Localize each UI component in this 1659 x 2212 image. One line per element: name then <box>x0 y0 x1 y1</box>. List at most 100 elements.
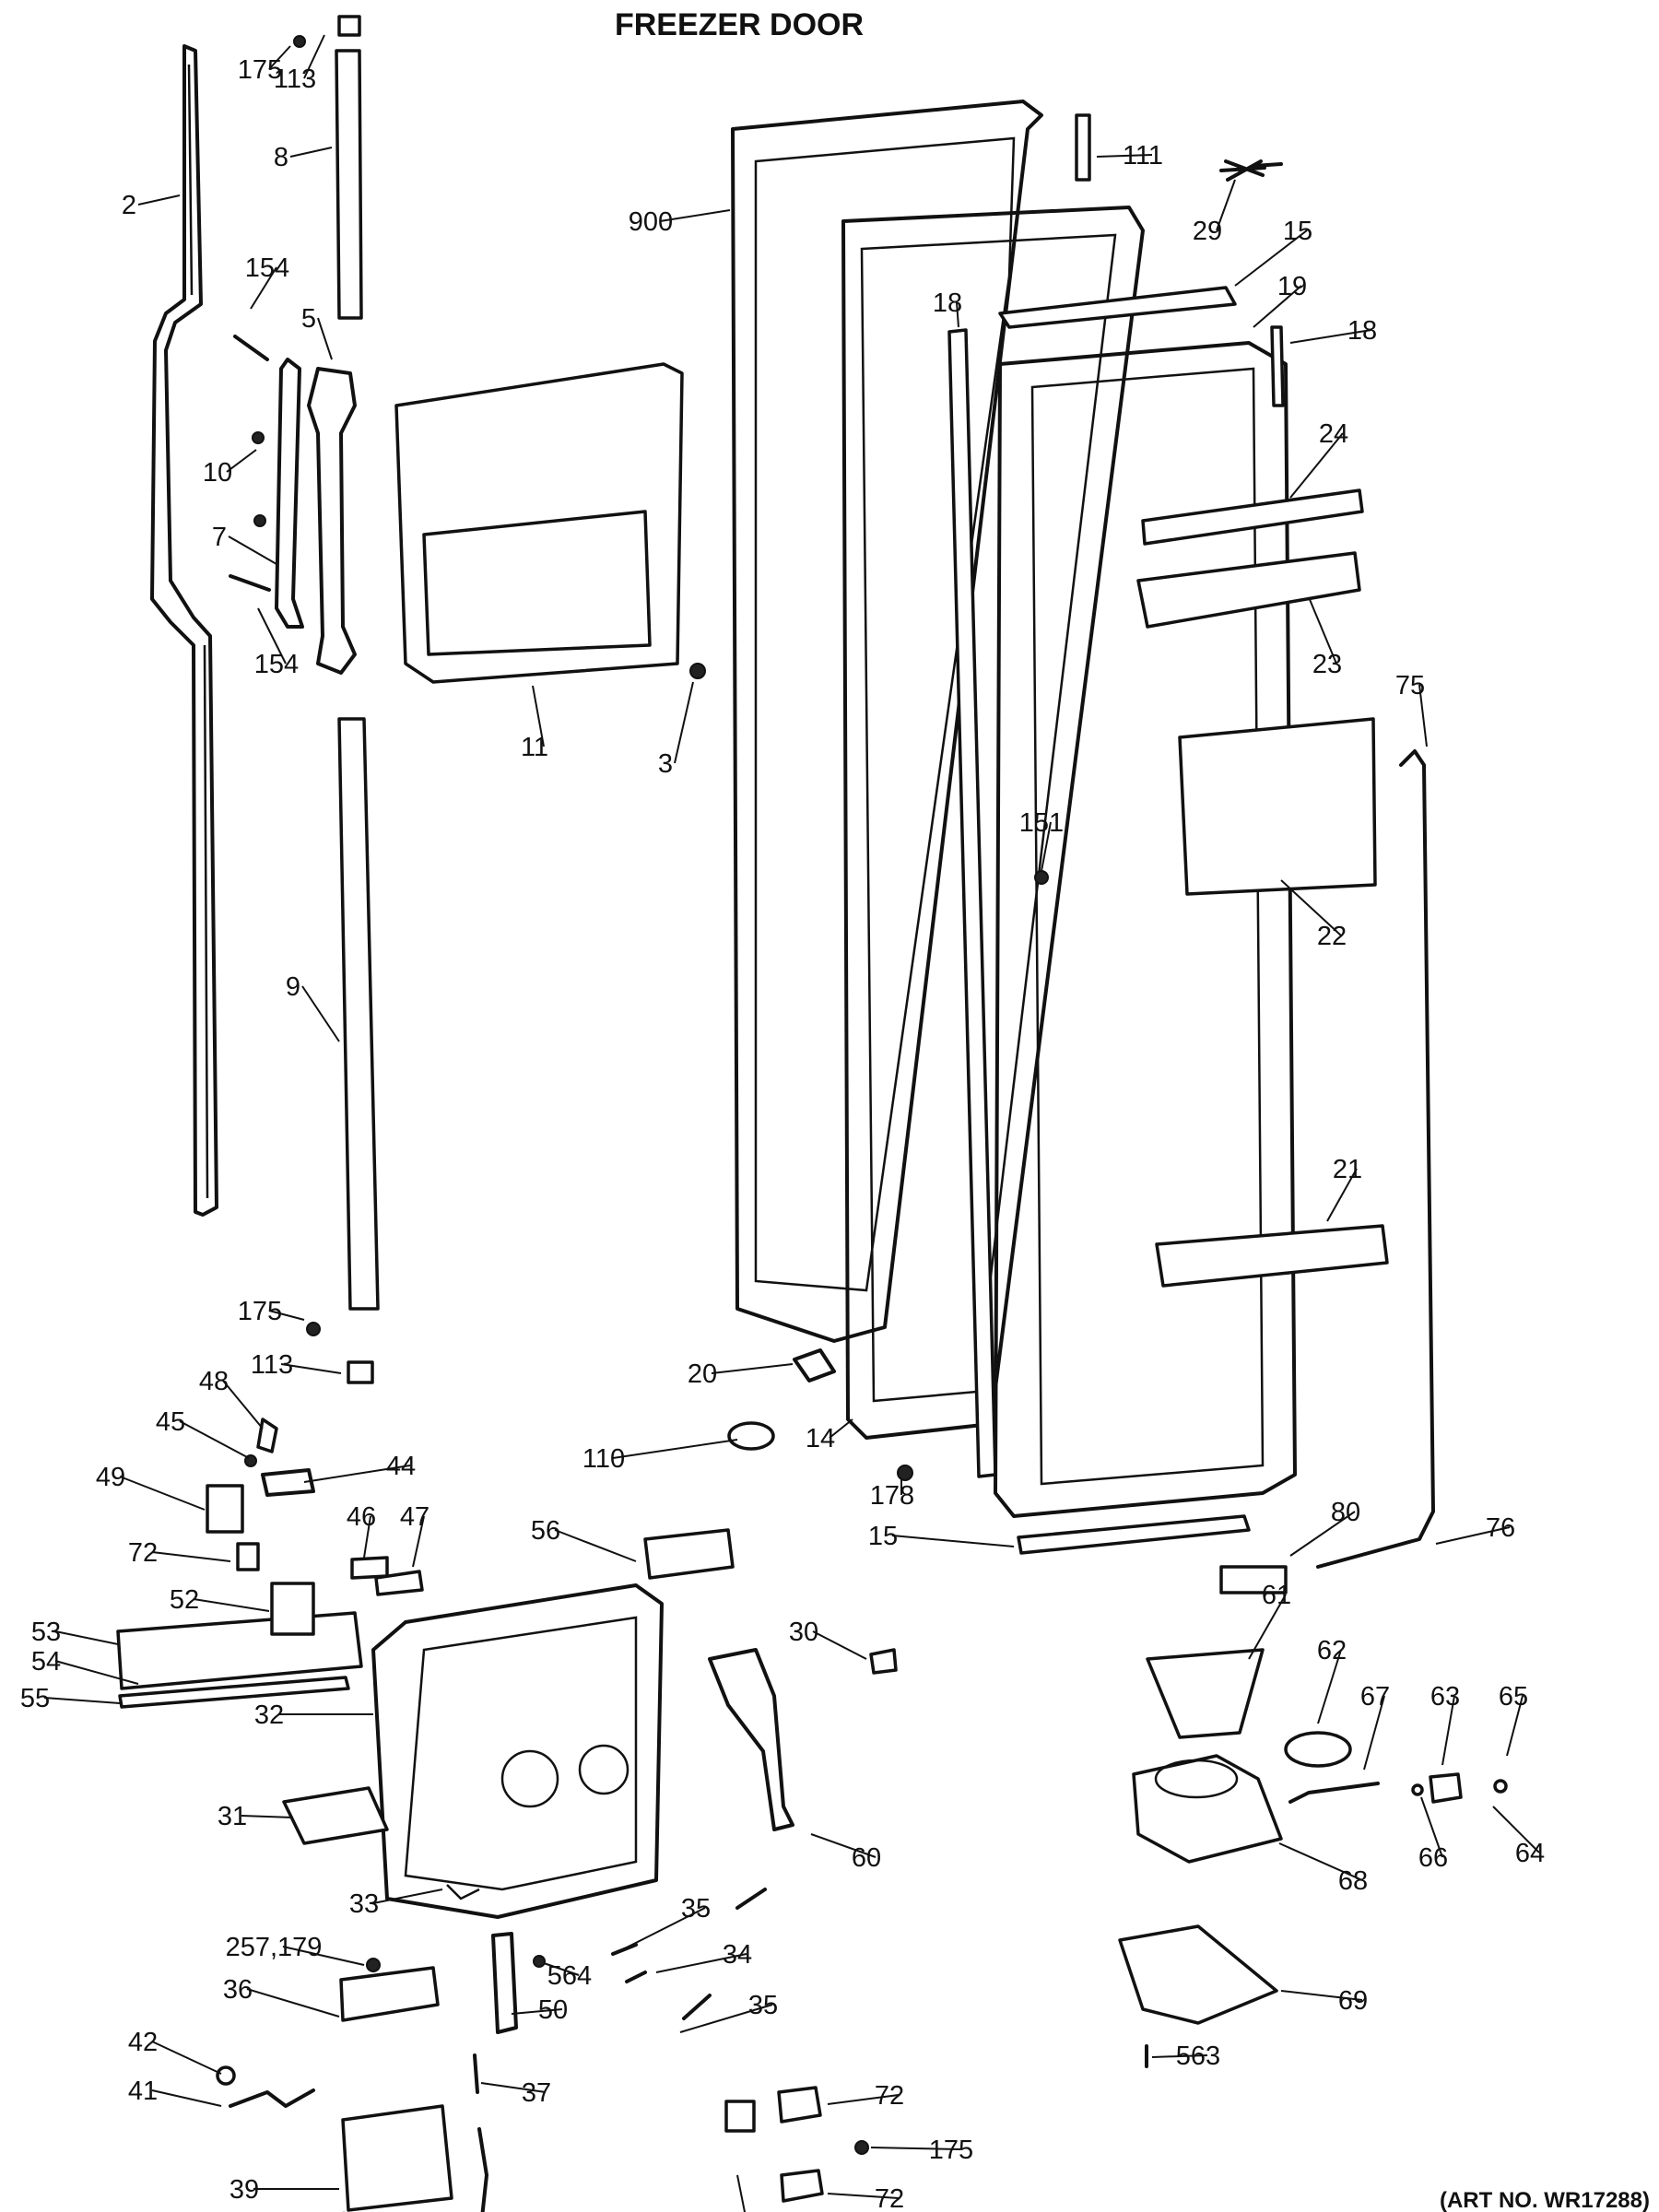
leader-line <box>711 1363 794 1374</box>
part-number-label: 23 <box>1312 650 1342 679</box>
leader-line <box>1216 179 1236 231</box>
callout-c15b: 15 <box>868 1522 1015 1551</box>
leader-line <box>679 2004 773 2033</box>
leader-line <box>736 2174 747 2212</box>
part-number-label: 36 <box>223 1975 253 2005</box>
leader-line <box>1280 879 1342 936</box>
pin-part <box>1075 113 1091 182</box>
callout-c68: 68 <box>1278 1842 1368 1896</box>
drip-grille-part <box>282 1786 389 1845</box>
callout-c113a: 113 <box>274 34 325 94</box>
leader-line <box>1435 1526 1511 1545</box>
diagram-title: FREEZER DOOR <box>615 7 864 42</box>
mounting-bracket-part <box>708 1648 794 1831</box>
part-number-label: 35 <box>681 1894 711 1924</box>
part-number-label: 54 <box>31 1647 61 1677</box>
callout-c62: 62 <box>1317 1636 1347 1724</box>
part-number-label: 175 <box>238 1297 282 1326</box>
leader-line <box>1317 1649 1342 1724</box>
part-number-label: 564 <box>547 1961 592 1991</box>
leader-line <box>812 1630 867 1660</box>
callout-c55: 55 <box>20 1684 121 1713</box>
part-number-label: 9 <box>286 972 300 1002</box>
screw-part <box>366 1958 381 1972</box>
parts-illustration <box>116 15 1508 2212</box>
part-number-label: 37 <box>522 2078 551 2108</box>
leader-line <box>1151 2054 1208 2058</box>
ice-chute-part <box>1146 1648 1265 1739</box>
callout-c154b: 154 <box>254 607 299 679</box>
callout-c53: 53 <box>31 1618 119 1647</box>
part-number-label: 2 <box>122 191 136 220</box>
callout-c67: 67 <box>1360 1682 1390 1771</box>
leader-line <box>1041 821 1052 872</box>
switch-part <box>780 2169 824 2203</box>
callout-c110: 110 <box>582 1439 738 1474</box>
handle-insert-part <box>275 358 304 629</box>
leader-line <box>268 1310 305 1321</box>
leader-line <box>303 1465 411 1483</box>
part-number-label: 20 <box>688 1359 717 1389</box>
chute-door-part <box>1284 1731 1352 1768</box>
chute-funnel-part <box>1118 1924 1278 2025</box>
callout-c56: 56 <box>531 1516 637 1562</box>
leader-line <box>179 1420 250 1459</box>
plug-part <box>253 514 266 527</box>
part-number-label: 151 <box>1019 808 1064 838</box>
part-number-label: 35 <box>748 1991 778 2020</box>
leader-line <box>1420 1796 1443 1858</box>
leader-line <box>659 209 731 222</box>
part-number-label: 257,179 <box>226 1933 323 1962</box>
part-number-label: 34 <box>723 1940 752 1970</box>
plug-part <box>897 1465 913 1481</box>
part-number-label: 563 <box>1176 2041 1220 2071</box>
screw-part <box>293 35 306 48</box>
leader-line <box>137 194 181 206</box>
callout-c21: 21 <box>1326 1155 1362 1222</box>
callout-c43: 43 <box>322 2207 351 2212</box>
lever-bracket-part <box>491 1932 518 2034</box>
part-number-label: 30 <box>789 1618 818 1647</box>
part-number-label: 175 <box>929 2136 973 2165</box>
shelf-part <box>1136 551 1361 629</box>
end-cap-part <box>337 15 361 37</box>
part-number-label: 22 <box>1317 922 1347 951</box>
part-number-label: 59 <box>723 2207 752 2212</box>
callout-c10: 10 <box>203 449 257 488</box>
part-number-label: 31 <box>218 1802 247 1831</box>
callout-c47: 47 <box>400 1502 429 1568</box>
leader-line <box>317 317 333 360</box>
callout-c151: 151 <box>1019 808 1064 872</box>
leader-line <box>891 1535 1015 1547</box>
callout-c35b: 35 <box>679 1991 778 2033</box>
lower-shelf-part <box>1155 1224 1389 1288</box>
part-number-label: 47 <box>400 1502 429 1532</box>
shaft-part <box>1288 1782 1380 1804</box>
part-number-label: 154 <box>254 650 299 679</box>
part-number-label: 76 <box>1486 1513 1515 1543</box>
leader-line <box>54 1660 139 1685</box>
leader-line <box>301 985 340 1042</box>
callout-c64: 64 <box>1492 1806 1545 1868</box>
leader-line <box>246 1988 340 2018</box>
leader-line <box>1278 1842 1363 1881</box>
leader-line <box>151 2089 222 2107</box>
leader-line <box>151 2041 222 2075</box>
leader-line <box>543 1962 580 1976</box>
callout-c36: 36 <box>223 1975 340 2018</box>
part-number-label: 175 <box>238 55 282 85</box>
dispenser-panel-part <box>116 1611 363 1690</box>
part-number-label: 32 <box>254 1700 284 1730</box>
plug-part <box>689 663 706 679</box>
heater-wire-part <box>229 2088 315 2108</box>
part-number-label: 29 <box>1193 217 1222 246</box>
part-number-label: 69 <box>1338 1986 1368 2016</box>
leader-line <box>363 1515 371 1559</box>
leader-line <box>250 266 277 310</box>
leader-line <box>289 147 333 158</box>
part-number-label: 50 <box>538 1995 568 2025</box>
callout-c7: 7 <box>212 523 277 565</box>
callout-c80: 80 <box>1289 1498 1360 1557</box>
leader-line <box>1492 1806 1540 1853</box>
